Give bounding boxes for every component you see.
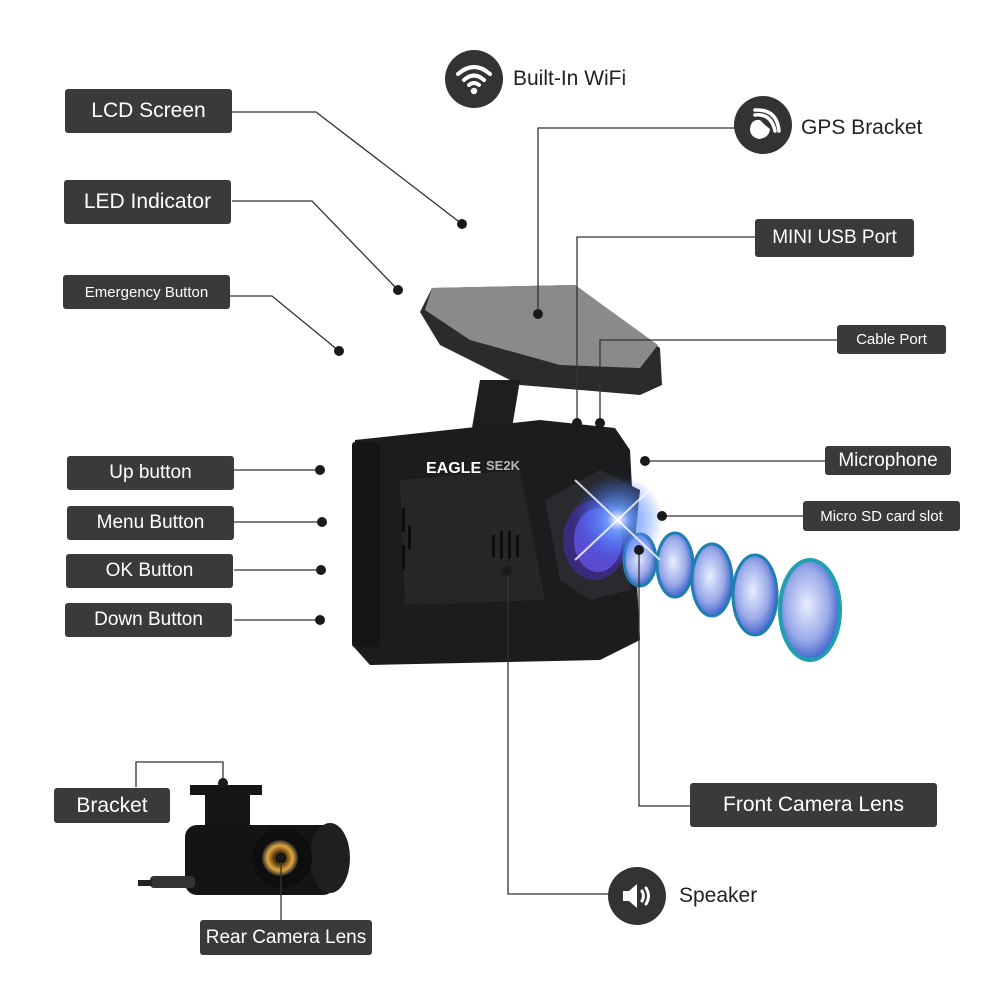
model-logo: SE2K <box>486 458 521 473</box>
speaker-icon <box>608 867 666 925</box>
led-indicator-label: LED Indicator <box>64 180 231 224</box>
rear-camera <box>138 785 350 895</box>
mini-usb-port-label: MINI USB Port <box>755 219 914 257</box>
bracket-label: Bracket <box>54 788 170 823</box>
emergency-button-label: Emergency Button <box>63 275 230 309</box>
lcd-screen-label: LCD Screen <box>65 89 232 133</box>
up-button-label: Up button <box>67 456 234 490</box>
micro-sd-slot-label: Micro SD card slot <box>803 501 960 531</box>
cable-port-label: Cable Port <box>837 325 946 354</box>
front-camera-lens-label: Front Camera Lens <box>690 783 937 827</box>
ok-button-label: OK Button <box>66 554 233 588</box>
gps-bracket-shape <box>420 285 662 440</box>
wifi-icon <box>445 50 503 108</box>
gps-feature-label: GPS Bracket <box>801 116 923 139</box>
menu-button-label: Menu Button <box>67 506 234 540</box>
microphone-label: Microphone <box>825 446 951 475</box>
rear-camera-lens-label: Rear Camera Lens <box>200 920 372 955</box>
down-button-label: Down Button <box>65 603 232 637</box>
wifi-feature-label: Built-In WiFi <box>513 67 627 90</box>
front-lens-stack <box>563 475 842 662</box>
brand-logo: EAGLE <box>426 460 481 477</box>
speaker-feature-label: Speaker <box>679 884 758 907</box>
gps-icon <box>734 96 792 154</box>
